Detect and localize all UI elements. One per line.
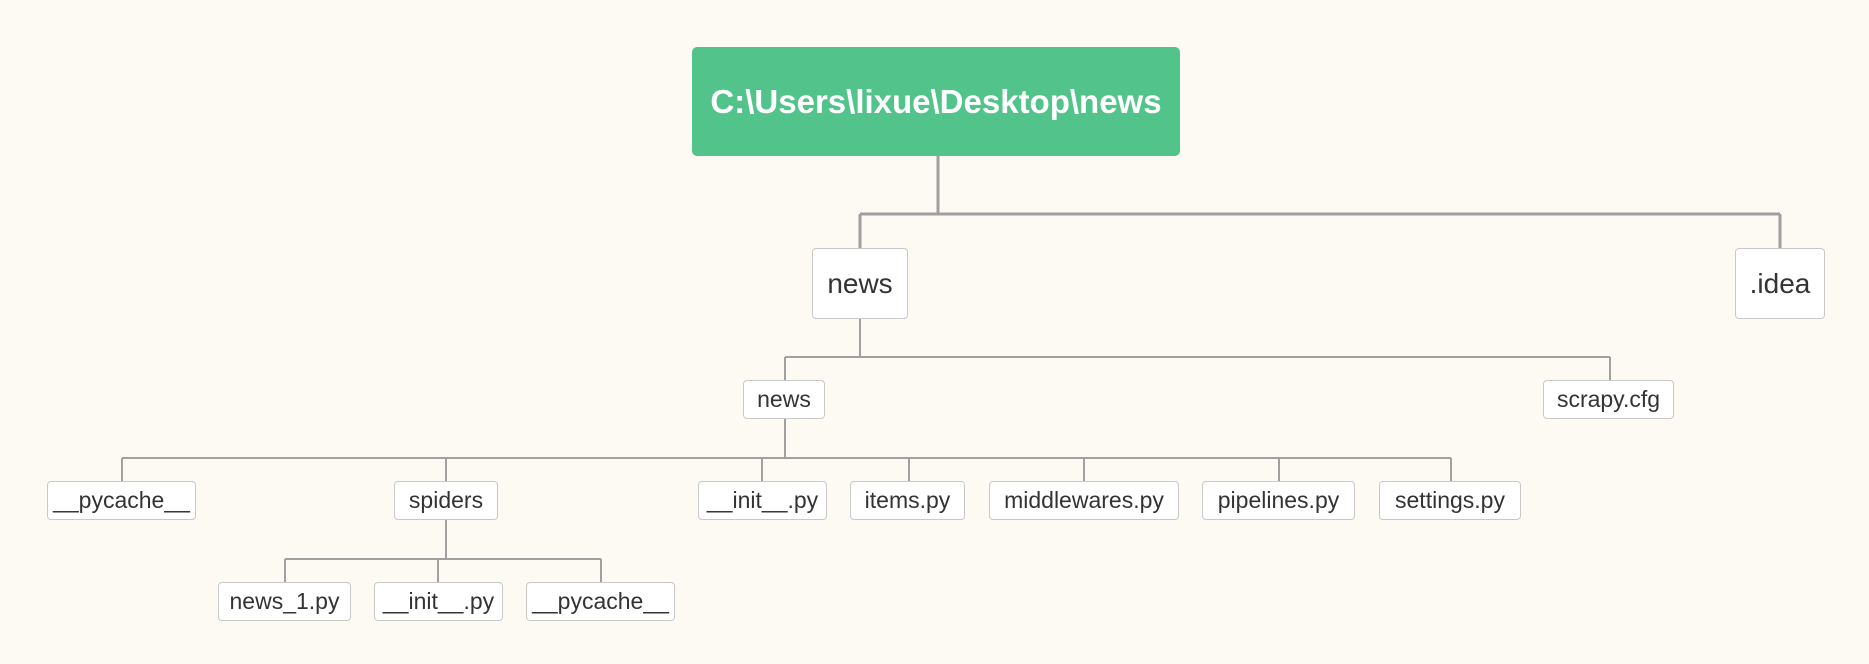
node-spiders-init-py[interactable]: __init__.py [374, 582, 503, 621]
node-spiders[interactable]: spiders [394, 481, 498, 520]
node-news-folder[interactable]: news [812, 248, 908, 319]
node-news-1-py[interactable]: news_1.py [218, 582, 351, 621]
node-items-py[interactable]: items.py [850, 481, 965, 520]
node-scrapy-cfg[interactable]: scrapy.cfg [1543, 380, 1674, 419]
node-spiders-pycache[interactable]: __pycache__ [526, 582, 675, 621]
node-middlewares-py[interactable]: middlewares.py [989, 481, 1179, 520]
node-news-package[interactable]: news [743, 380, 825, 419]
node-init-py[interactable]: __init__.py [698, 481, 827, 520]
node-idea-folder[interactable]: .idea [1735, 248, 1825, 319]
root-node[interactable]: C:\Users\lixue\Desktop\news [692, 47, 1180, 156]
node-pycache[interactable]: __pycache__ [47, 481, 196, 520]
node-settings-py[interactable]: settings.py [1379, 481, 1521, 520]
node-pipelines-py[interactable]: pipelines.py [1202, 481, 1355, 520]
